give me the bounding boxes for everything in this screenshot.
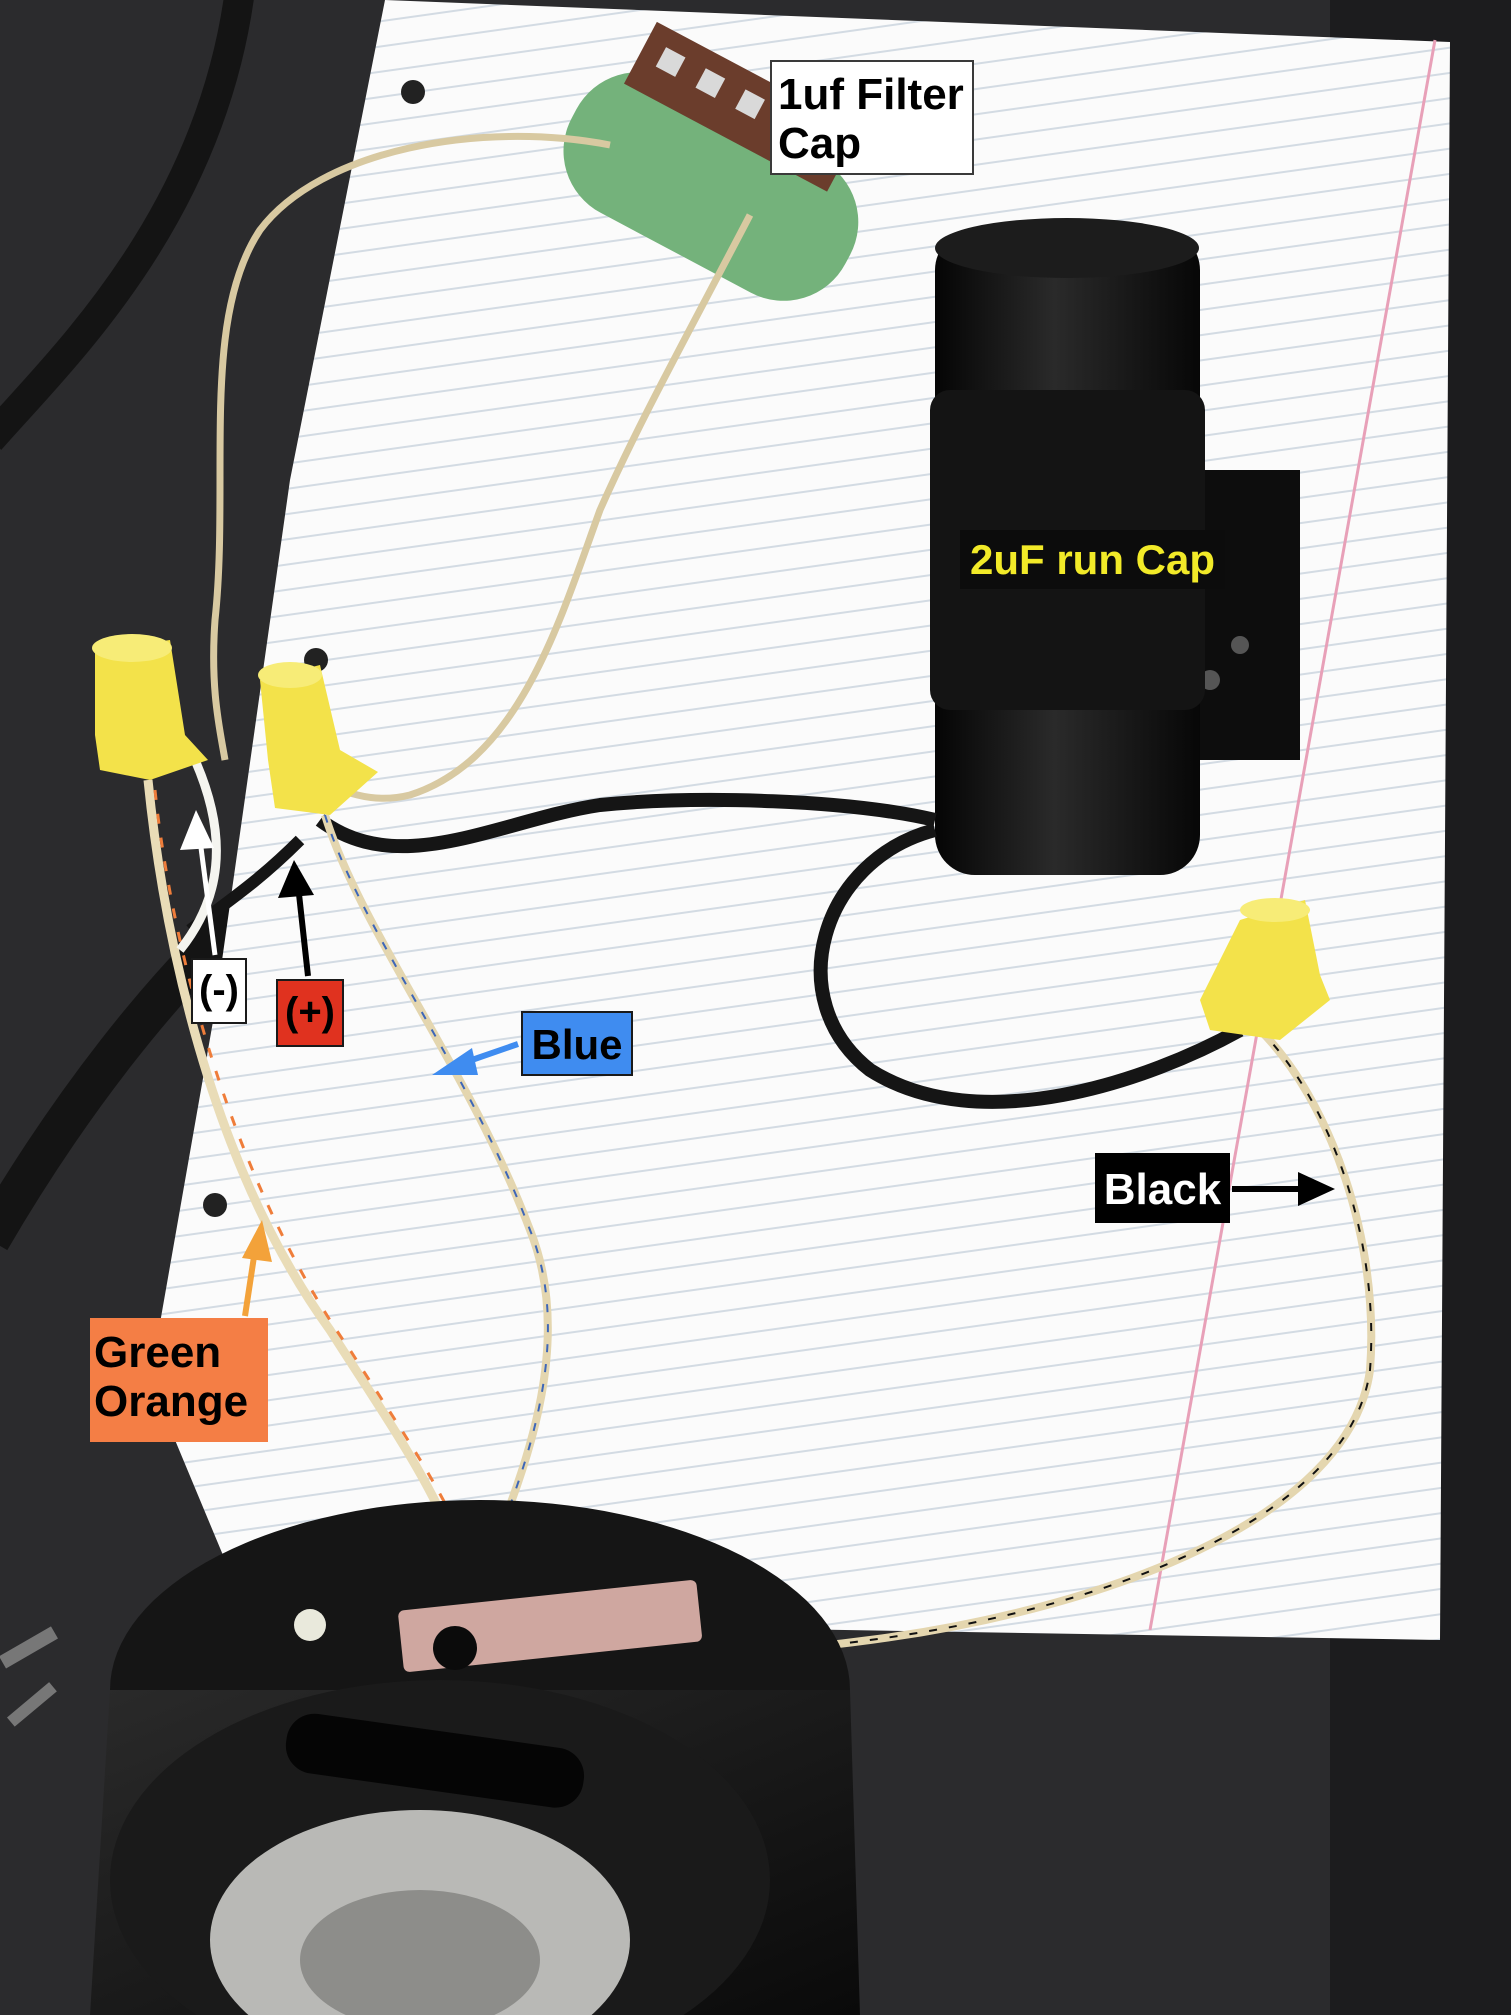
motor-hub <box>300 1890 540 2015</box>
filter-cap-body <box>563 72 859 301</box>
positive-label: (+) <box>276 979 344 1047</box>
black-tracer <box>479 1029 1373 1656</box>
run-cap-label: 2uF run Cap <box>960 530 1226 590</box>
tan-wire-left <box>210 132 611 761</box>
left-cable <box>0 0 254 450</box>
wire-nut-left <box>92 634 208 780</box>
green-orange-arrow <box>242 1220 272 1317</box>
loose-screw <box>6 1682 57 1727</box>
blue-wire-label: Blue <box>521 1011 633 1076</box>
green-orange-wire-label: Green Orange <box>90 1318 268 1442</box>
bracket-hole-2 <box>1231 636 1249 654</box>
wire-nut-middle <box>258 662 378 815</box>
black-arrow <box>1232 1172 1335 1206</box>
filter-cap-label: 1uf Filter Cap <box>770 60 974 175</box>
terminal-lug <box>655 47 686 77</box>
plus-arrow <box>278 860 314 977</box>
wire-nut-right <box>1200 898 1330 1040</box>
black-wire-to-cap <box>315 793 937 854</box>
white-lead <box>176 758 221 953</box>
punch-hole-bottom <box>203 1193 227 1217</box>
terminal-lug <box>695 68 726 99</box>
lead-grommet <box>433 1626 477 1670</box>
minus-arrow <box>180 810 218 956</box>
blue-arrow <box>432 1041 519 1075</box>
paper-margin-line <box>1148 39 1437 1631</box>
vent-slot <box>285 1713 585 1808</box>
black-wire-loop <box>813 823 1244 1109</box>
loose-screw <box>0 1626 58 1669</box>
black-wire-label: Black <box>1095 1153 1230 1223</box>
run-cap-top <box>935 218 1199 278</box>
mount-washer <box>294 1609 326 1641</box>
motor <box>90 1500 860 2015</box>
negative-label: (-) <box>191 958 247 1024</box>
terminal-lug <box>735 89 765 120</box>
punch-hole-top <box>401 80 425 104</box>
blue-tracer <box>324 814 549 1601</box>
tan-wire-right <box>318 213 754 802</box>
orange-tracer <box>153 789 482 1621</box>
